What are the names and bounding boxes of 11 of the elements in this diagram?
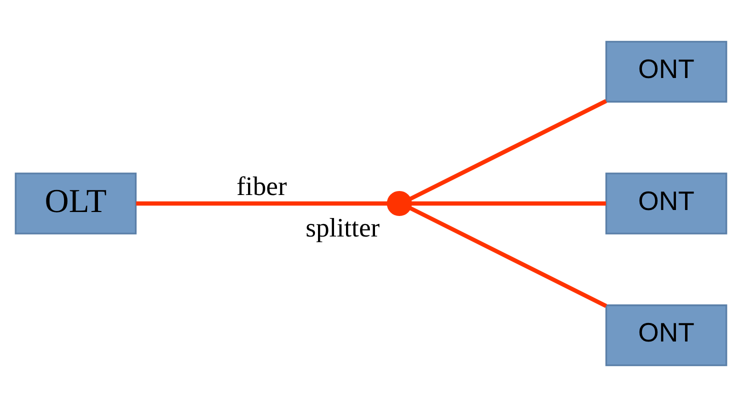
node-box: OLT <box>14 172 137 234</box>
connector <box>411 200 606 206</box>
node-label: splitter <box>306 212 380 242</box>
node-circle <box>386 190 412 216</box>
connector <box>136 200 388 206</box>
connector <box>409 98 608 200</box>
node-box: ONT <box>605 304 728 366</box>
edge-label: fiber <box>236 170 287 200</box>
connector <box>409 206 608 308</box>
node-box: ONT <box>605 172 728 234</box>
node-box: ONT <box>605 40 728 102</box>
